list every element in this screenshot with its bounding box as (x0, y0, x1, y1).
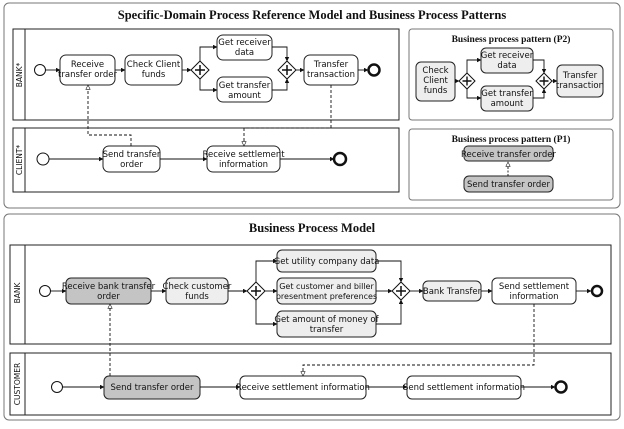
task-label: order (120, 160, 143, 170)
task-label: order (97, 292, 120, 302)
task-label: Send settlement information (403, 383, 525, 393)
customer-lane-label: CUSTOMER (13, 363, 22, 405)
task-label: transfer (310, 325, 344, 335)
p2-sequence-flows (454, 57, 558, 101)
task-label: information (219, 160, 268, 170)
bottom-bank-lane-label: BANK (13, 282, 22, 304)
top-title: Specific-Domain Process Reference Model … (118, 8, 507, 22)
bottom-start-event (39, 285, 51, 297)
p2-gateway-join (535, 72, 553, 90)
task-label: data (235, 48, 254, 58)
task-label: transaction (556, 81, 604, 91)
task-label: Receive (71, 60, 104, 70)
task-label: amount (491, 99, 524, 109)
pattern-p1-title: Business process pattern (P1) (452, 134, 571, 145)
task-label: Receive bank transfer (62, 282, 156, 292)
parallel-gateway-join (277, 60, 297, 80)
task-label: Get amount of money of (274, 315, 379, 325)
message-flows-bottom (110, 304, 535, 376)
task-label: transfer order (58, 70, 117, 80)
customer-start-event (51, 381, 63, 393)
task-label: Get customer and biller (279, 282, 374, 291)
p1-task-receive-transfer-order (463, 145, 554, 162)
task-label: Send transfer order (110, 383, 194, 393)
task-label: amount (228, 91, 261, 101)
task-label: Get transfer (481, 89, 533, 99)
task-label: Transfer (313, 60, 349, 70)
bank-sequence-flows (45, 44, 369, 93)
task-label: Send transfer order (467, 180, 551, 190)
task-label: Get utility company data (274, 257, 380, 267)
client-lane-label: CLIENT* (15, 145, 24, 176)
bottom-title: Business Process Model (249, 221, 376, 235)
task-label: Receive transfer order (461, 150, 556, 160)
task-label: funds (185, 292, 209, 302)
task-label: Send transfer (103, 150, 161, 160)
bottom-parallel-gateway-split (246, 281, 266, 301)
task-label: Client (423, 76, 448, 86)
pattern-p2-title: Business process pattern (P2) (452, 34, 571, 45)
client-start-event (36, 152, 50, 166)
task-label: funds (424, 86, 448, 96)
pattern-p1-panel (408, 128, 614, 201)
task-label: funds (142, 70, 166, 80)
task-label: Receive settlement information (236, 383, 370, 393)
task-label: information (509, 292, 558, 302)
task-label: Check customer (163, 282, 232, 292)
task-label: presentment preferences (276, 292, 377, 301)
bank-lane-label: BANK* (15, 62, 24, 87)
task-label: data (497, 61, 516, 71)
task-label: Get receiver (218, 38, 271, 48)
message-flows-top (88, 85, 332, 146)
p1-task-send-transfer-order (463, 175, 554, 193)
end-event (367, 63, 381, 77)
task-label: Check (422, 66, 448, 76)
task-label: Transfer (562, 71, 598, 81)
task-label: Get transfer (219, 81, 271, 91)
task-label: Get receiver (481, 51, 534, 61)
task-label: Receive settlement (202, 150, 285, 160)
task-label: transaction (307, 70, 355, 80)
task-label: Bank Transfer (423, 287, 482, 297)
customer-end-event (554, 380, 568, 394)
bottom-end-event (590, 284, 604, 298)
task-label: Check Client (127, 60, 181, 70)
task-label: Send settlement (499, 282, 570, 292)
bottom-bank-sequence-flows (50, 258, 592, 327)
start-event (34, 64, 46, 76)
client-end-event (332, 151, 348, 167)
